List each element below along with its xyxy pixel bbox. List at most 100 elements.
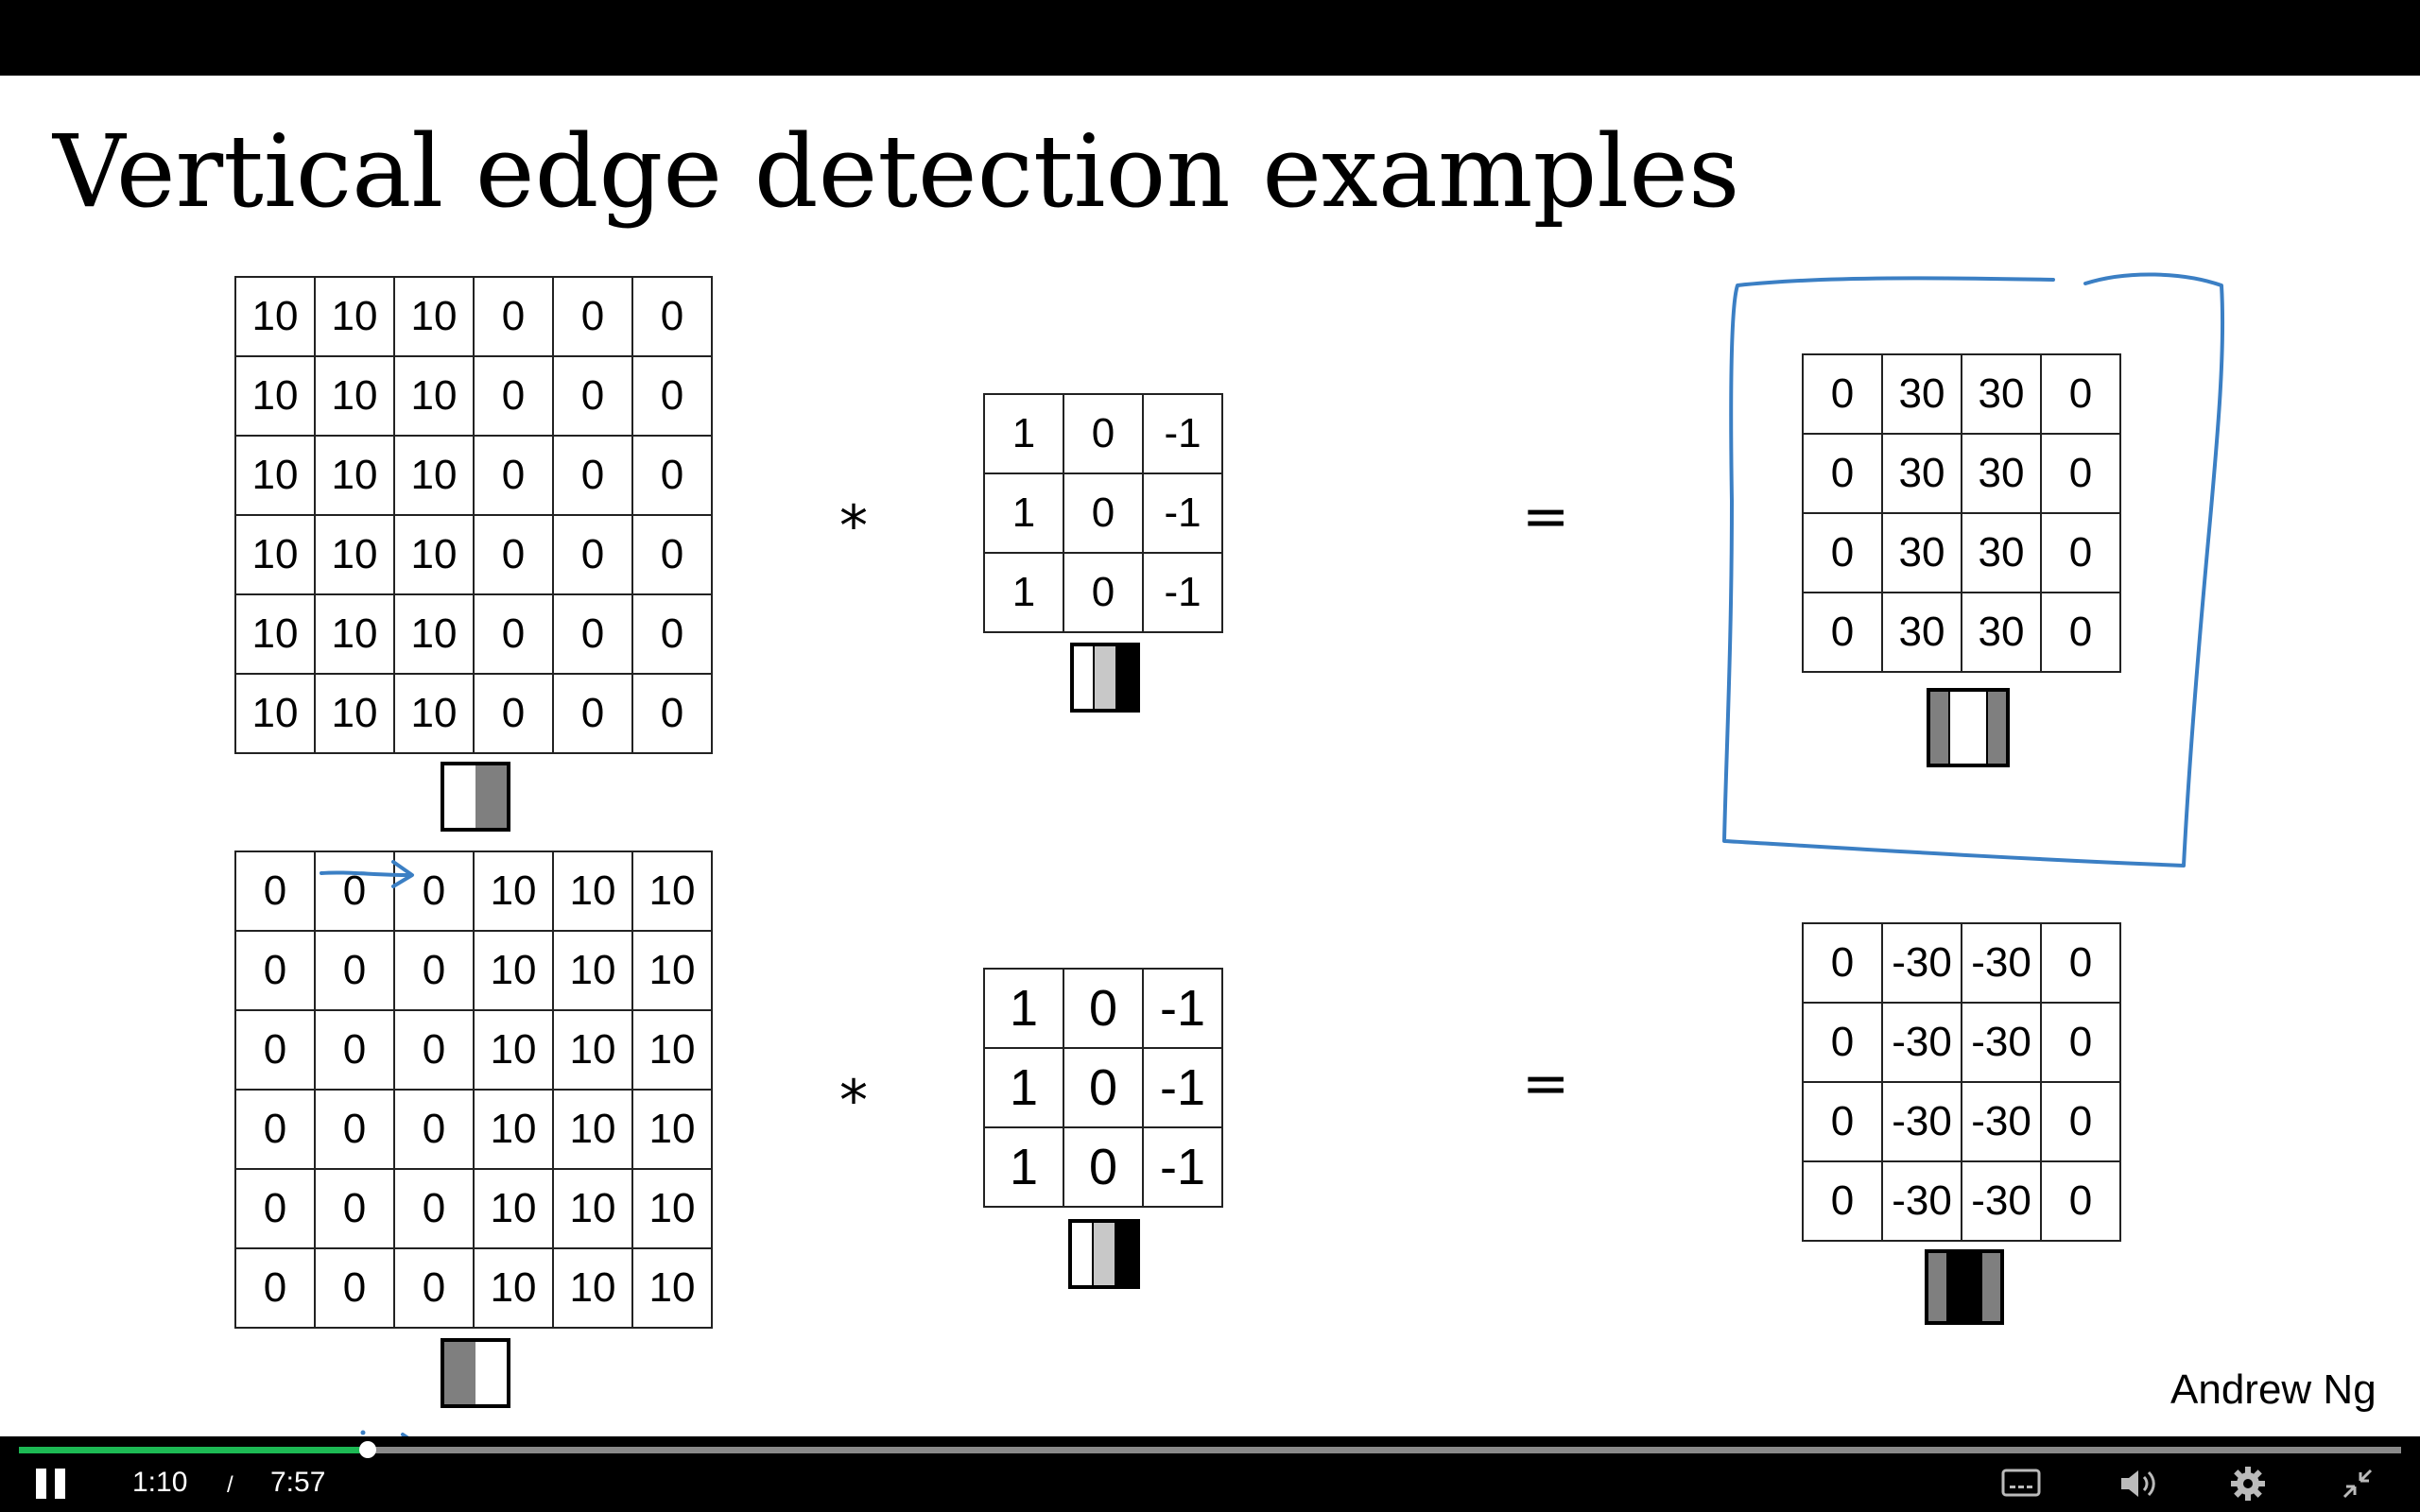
current-time: 1:10 xyxy=(132,1467,188,1498)
matrix-cell: 10 xyxy=(314,276,395,357)
progress-track[interactable] xyxy=(19,1447,2401,1453)
matrix-cell: 10 xyxy=(234,276,316,357)
progress-played xyxy=(19,1447,368,1453)
matrix-cell: 0 xyxy=(314,930,395,1011)
matrix-cell: 10 xyxy=(552,1168,633,1249)
matrix-cell: 0 xyxy=(552,514,633,595)
matrix-cell: 10 xyxy=(393,593,475,675)
matrix-cell: 1 xyxy=(983,552,1064,633)
top-letterbox xyxy=(0,0,2420,76)
exit-fullscreen-icon[interactable] xyxy=(2341,1467,2375,1501)
annotation-arrow-1 xyxy=(320,860,414,888)
matrix-cell: 10 xyxy=(473,1247,554,1329)
matrix-cell: -1 xyxy=(1142,472,1223,554)
matrix-cell: 0 xyxy=(1802,512,1883,593)
input-1-image-preview xyxy=(441,762,510,832)
matrix-cell: 10 xyxy=(314,435,395,516)
matrix-cell: 30 xyxy=(1961,433,2042,514)
matrix-cell: 1 xyxy=(983,393,1064,474)
matrix-cell: 0 xyxy=(2040,1002,2121,1083)
matrix-cell: 0 xyxy=(393,1089,475,1170)
matrix-cell: 10 xyxy=(552,1247,633,1329)
matrix-cell: 0 xyxy=(473,355,554,437)
matrix-cell: 10 xyxy=(234,435,316,516)
matrix-cell: 10 xyxy=(631,1009,713,1091)
matrix-cell: 30 xyxy=(1961,353,2042,435)
matrix-cell: 1 xyxy=(983,472,1064,554)
matrix-cell: 10 xyxy=(234,593,316,675)
matrix-cell: 10 xyxy=(473,1009,554,1091)
matrix-cell: -1 xyxy=(1142,393,1223,474)
matrix-cell: 0 xyxy=(552,435,633,516)
matrix-cell: 0 xyxy=(473,435,554,516)
matrix-cell: 0 xyxy=(314,1089,395,1170)
convolution-operator-1: * xyxy=(839,493,868,559)
matrix-cell: 0 xyxy=(234,850,316,932)
matrix-cell: 0 xyxy=(1802,353,1883,435)
matrix-cell: 10 xyxy=(631,1247,713,1329)
matrix-cell: -1 xyxy=(1142,552,1223,633)
matrix-cell: 0 xyxy=(473,673,554,754)
annotation-arrow-2 xyxy=(360,1430,409,1436)
matrix-cell: -30 xyxy=(1961,1160,2042,1242)
progress-scrubber-handle[interactable] xyxy=(359,1441,376,1458)
slide-title: Vertical edge detection examples xyxy=(53,113,1740,230)
matrix-cell: 10 xyxy=(473,1089,554,1170)
matrix-cell: 10 xyxy=(631,850,713,932)
matrix-cell: 0 xyxy=(631,276,713,357)
matrix-cell: 0 xyxy=(631,355,713,437)
matrix-cell: 0 xyxy=(1802,1160,1883,1242)
matrix-cell: 0 xyxy=(393,930,475,1011)
matrix-cell: 0 xyxy=(1063,1047,1144,1128)
matrix-cell: 0 xyxy=(552,355,633,437)
author-credit: Andrew Ng xyxy=(2170,1366,2377,1413)
matrix-cell: 0 xyxy=(2040,1160,2121,1242)
matrix-cell: -30 xyxy=(1881,1160,1962,1242)
matrix-cell: -30 xyxy=(1961,1081,2042,1162)
settings-icon[interactable] xyxy=(2229,1465,2267,1503)
matrix-cell: 0 xyxy=(552,276,633,357)
matrix-cell: 0 xyxy=(393,1168,475,1249)
output-2-image-preview xyxy=(1925,1249,2004,1325)
matrix-cell: 1 xyxy=(983,1126,1064,1208)
matrix-cell: 10 xyxy=(552,850,633,932)
matrix-cell: 10 xyxy=(393,435,475,516)
matrix-cell: 0 xyxy=(1063,552,1144,633)
matrix-cell: 0 xyxy=(1063,393,1144,474)
matrix-cell: 30 xyxy=(1961,512,2042,593)
matrix-cell: 10 xyxy=(234,514,316,595)
matrix-cell: 0 xyxy=(631,593,713,675)
matrix-cell: 30 xyxy=(1881,433,1962,514)
matrix-cell: 0 xyxy=(234,1089,316,1170)
input-2-image-preview xyxy=(441,1338,510,1408)
matrix-cell: 10 xyxy=(314,355,395,437)
matrix-cell: 0 xyxy=(473,593,554,675)
volume-icon[interactable] xyxy=(2118,1467,2159,1501)
output-1-image-preview xyxy=(1927,688,2010,767)
matrix-cell: 30 xyxy=(1881,592,1962,673)
matrix-cell: 0 xyxy=(314,1247,395,1329)
matrix-cell: 10 xyxy=(314,593,395,675)
matrix-cell: 0 xyxy=(314,1168,395,1249)
pause-icon[interactable] xyxy=(32,1467,70,1501)
captions-icon[interactable] xyxy=(2000,1467,2042,1501)
matrix-cell: 0 xyxy=(314,850,395,932)
matrix-cell: 0 xyxy=(631,514,713,595)
matrix-cell: -30 xyxy=(1961,1002,2042,1083)
matrix-cell: 0 xyxy=(1802,433,1883,514)
